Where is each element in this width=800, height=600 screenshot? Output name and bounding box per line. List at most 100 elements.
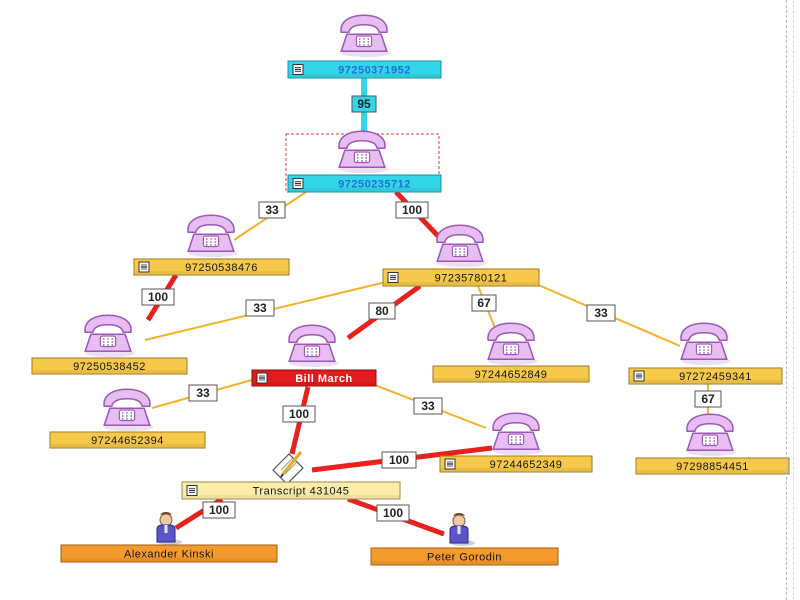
edge-weight-label[interactable]: 100 [376,504,410,522]
edge-weight-text: 100 [289,407,309,421]
collapse-toggle-icon[interactable] [444,458,456,470]
collapse-toggle-icon[interactable] [633,370,645,382]
edge-weight-box [282,405,316,423]
node-label-box [628,367,783,385]
node-label-text: 97244652349 [490,459,563,471]
person-icon [156,512,182,545]
edges-layer [144,78,709,537]
edge-weight-text: 33 [421,399,435,413]
node-label-box [635,457,790,475]
node-label-box [60,544,278,563]
edge-weight-label[interactable]: 33 [586,304,616,322]
phone-icon [487,322,538,365]
node-label-text: 97244652849 [475,369,548,381]
node-label-box [287,174,442,193]
node-label-text: 97250538452 [73,361,146,373]
edge-weight-text: 80 [375,304,389,318]
phone-icon [340,14,391,57]
node-label-text: 97298854451 [676,461,749,473]
edge-weight-box [395,201,429,219]
edge-weight-box [413,397,443,415]
edge-weight-box [258,201,286,219]
node-n13[interactable]: Alexander Kinski [60,512,278,563]
node-label-box [133,258,290,276]
node-n14[interactable]: Peter Gorodin [370,513,559,566]
node-n1[interactable]: 97250371952 [287,14,442,79]
node-n11[interactable]: 97298854451 [635,413,790,475]
node-n3[interactable]: 97250538476 [133,214,290,276]
node-n8[interactable]: 97272459341 [628,322,783,385]
node-label-box [287,60,442,79]
edge-weight-label[interactable]: 33 [245,299,275,317]
node-label-box [31,357,188,375]
edge-weight-label[interactable]: 67 [471,294,497,312]
edge-weight-box [141,288,175,306]
collapse-toggle-icon[interactable] [256,372,268,384]
edge-weight-label[interactable]: 33 [258,201,286,219]
node-label-text: 97250371952 [338,65,411,77]
edge-weight-label[interactable]: 95 [351,95,377,113]
edge-weight-box [202,501,236,519]
node-label-box [181,481,401,500]
node-label-box [439,455,593,473]
phone-icon [103,388,154,431]
node-label-box [49,431,206,449]
node-label-box [432,365,590,383]
node-label-text: 97250235712 [338,179,411,191]
collapse-toggle-icon[interactable] [387,272,399,283]
node-n4[interactable]: 97235780121 [382,224,540,287]
node-n6[interactable]: Bill March [251,324,377,387]
collapse-toggle-icon[interactable] [186,485,198,496]
node-label-box [382,268,540,287]
edge-weight-box [694,390,722,408]
node-label-text: 97272459341 [679,371,752,383]
person-icon [449,513,475,546]
node-n12[interactable]: Transcript 431045 [181,451,401,500]
node-label-box [370,547,559,566]
node-n2[interactable]: 97250235712 [285,130,442,193]
node-n5[interactable]: 97250538452 [31,314,188,375]
edge-weight-label[interactable]: 33 [188,384,218,402]
node-label-text: Bill March [295,373,353,385]
node-label-text: Peter Gorodin [427,552,502,564]
phone-icon [84,314,135,357]
edge-weight-box [381,451,417,469]
edge-weight-box [376,504,410,522]
edge-weight-text: 33 [594,306,608,320]
edge-weight-text: 100 [148,290,168,304]
edge-weight-label[interactable]: 100 [381,451,417,469]
edge-weight-label[interactable]: 33 [413,397,443,415]
phone-icon [686,413,737,456]
collapse-toggle-icon[interactable] [292,64,304,75]
phone-icon [288,324,339,367]
document-icon [272,451,304,485]
edge-weight-label[interactable]: 100 [202,501,236,519]
edge-weight-text: 67 [701,392,715,406]
phone-icon [680,322,731,365]
phone-icon [492,412,543,455]
collapse-toggle-icon[interactable] [292,178,304,189]
node-n7[interactable]: 97244652849 [432,322,590,383]
node-label-text: Alexander Kinski [124,549,214,561]
right-border-inner [793,0,794,600]
edge-weight-label[interactable]: 80 [368,302,396,320]
edge-weight-text: 33 [253,301,267,315]
node-label-text: 97244652394 [91,435,164,447]
phone-icon [187,214,238,257]
phone-icon [436,224,487,267]
edge-weight-label[interactable]: 100 [141,288,175,306]
edge-weight-label[interactable]: 100 [395,201,429,219]
node-n9[interactable]: 97244652394 [49,388,206,449]
node-label-text: 97235780121 [435,273,508,285]
edge-weight-box [188,384,218,402]
edge-weight-text: 100 [383,506,403,520]
edge-weight-box [586,304,616,322]
node-label-box [251,369,377,387]
edge-weight-label[interactable]: 67 [694,390,722,408]
edge-weight-box [351,95,377,113]
node-n10[interactable]: 97244652349 [439,412,593,473]
edge-weight-text: 100 [402,203,422,217]
edge-weight-label[interactable]: 100 [282,405,316,423]
collapse-toggle-icon[interactable] [138,261,150,273]
